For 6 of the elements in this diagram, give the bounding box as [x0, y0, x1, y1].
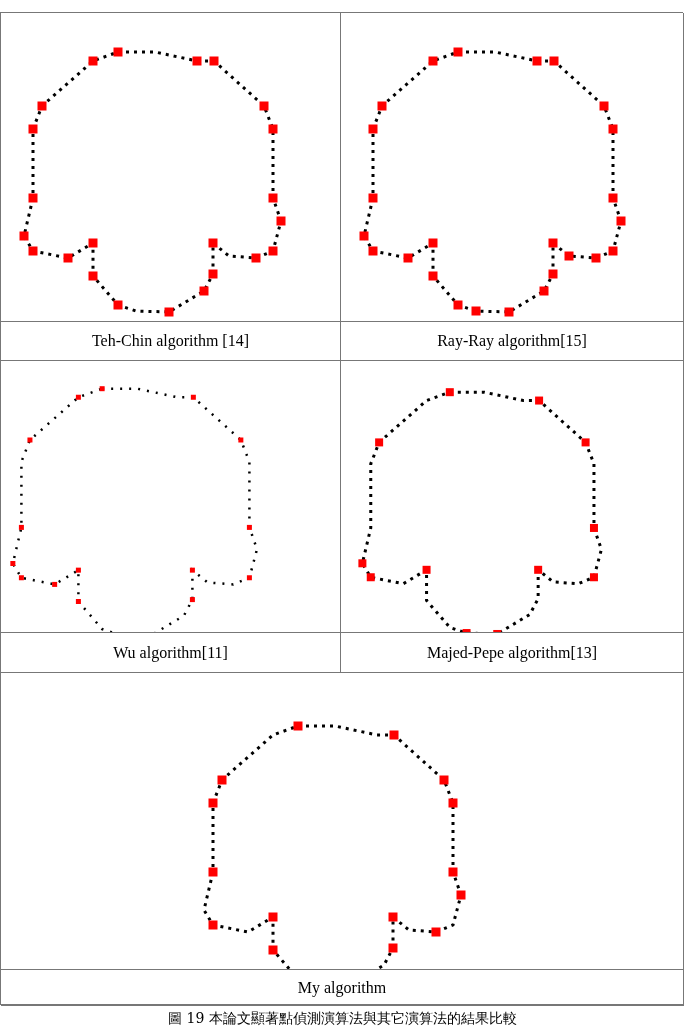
image-caption: Wu algorithm[11] [113, 643, 228, 662]
image-caption: My algorithm [297, 978, 387, 997]
image-caption: Ray-Ray algorithm[15] [437, 332, 587, 350]
image-caption: Teh-Chin algorithm [14] [91, 332, 250, 350]
figure-caption: 圖 19 本論文顯著點偵測演算法與其它演算法的結果比較 [167, 1009, 518, 1028]
image-caption: Majed-Pepe algorithm[13] [426, 643, 598, 662]
